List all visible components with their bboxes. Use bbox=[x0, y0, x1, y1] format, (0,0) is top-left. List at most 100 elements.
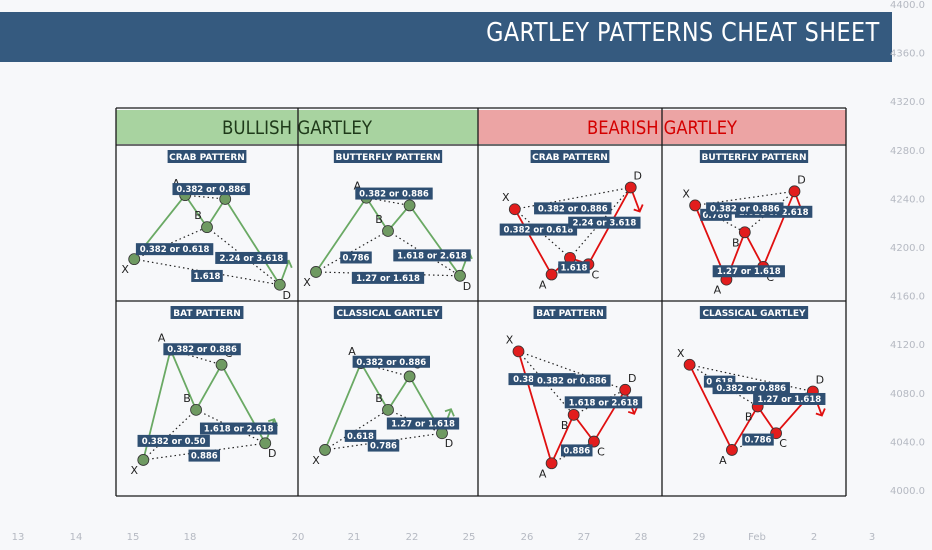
ratio-label-bg bbox=[712, 382, 790, 395]
pattern-title-bg bbox=[170, 306, 244, 319]
ratio-label: 1.618 or 2.618 bbox=[397, 251, 467, 261]
time-tick: 26 bbox=[521, 532, 534, 543]
point-x-node bbox=[512, 345, 525, 358]
ratio-label-bg bbox=[351, 271, 425, 284]
pattern-title: BAT PATTERN bbox=[536, 309, 604, 319]
point-label: D bbox=[268, 447, 276, 460]
ratio-label: 0.382 or 0.50 bbox=[142, 437, 206, 447]
pattern-title: CLASSICAL GARTLEY bbox=[336, 309, 440, 319]
ratio-label: 1.27 or 1.618 bbox=[391, 420, 455, 430]
point-label: C bbox=[597, 446, 605, 459]
point-d-node bbox=[454, 269, 466, 282]
ratio-label: 1.618 or 2.618 bbox=[569, 398, 639, 408]
ratio-label: 0.886 bbox=[563, 446, 590, 456]
point-b-node bbox=[190, 403, 202, 416]
time-tick: 20 bbox=[292, 532, 305, 543]
pattern-title-bg bbox=[333, 306, 443, 319]
point-x-node bbox=[683, 358, 696, 371]
pattern-title: CRAB PATTERN bbox=[169, 153, 245, 163]
ratio-label: 0.382 or 0.886 bbox=[356, 358, 426, 368]
pattern-title: CLASSICAL GARTLEY bbox=[702, 309, 806, 319]
ratio-label: 0.382 or 0.886 bbox=[710, 204, 780, 214]
bullish-header-bg bbox=[116, 110, 478, 144]
point-a-node bbox=[545, 268, 558, 281]
price-tick: 4320.0 bbox=[890, 97, 925, 108]
dotted-ratio-line bbox=[695, 190, 795, 206]
ratio-label-bg bbox=[352, 355, 430, 368]
price-tick: 4160.0 bbox=[890, 292, 925, 303]
point-x-node bbox=[137, 454, 150, 466]
point-label: D bbox=[816, 373, 824, 386]
page-title: GARTLEY PATTERNS CHEAT SHEET bbox=[486, 18, 880, 48]
pattern-title-bg bbox=[333, 150, 443, 163]
point-label: D bbox=[463, 280, 471, 293]
point-a-node bbox=[726, 444, 738, 456]
ratio-label: 0.786 bbox=[370, 442, 397, 452]
dotted-ratio-line bbox=[518, 350, 575, 416]
ratio-label: 1.27 or 1.618 bbox=[717, 267, 781, 277]
pattern-title-bg bbox=[533, 306, 607, 319]
ratio-label-bg bbox=[742, 433, 774, 446]
ratio-label: 0.382 or 0.886 bbox=[538, 204, 608, 214]
ratio-label-bg bbox=[561, 444, 593, 457]
point-label: C bbox=[592, 268, 600, 281]
point-label: B bbox=[375, 392, 383, 405]
point-x-node bbox=[508, 203, 521, 216]
pattern-title: BUTTERFLY PATTERN bbox=[702, 153, 807, 163]
arrow-head bbox=[633, 204, 644, 213]
ratio-label-bg bbox=[568, 216, 641, 229]
ratio-label-bg bbox=[534, 202, 612, 215]
price-tick: 4120.0 bbox=[890, 340, 925, 351]
ratio-label: 1.27 or 1.618 bbox=[356, 274, 420, 284]
point-b-node bbox=[382, 403, 394, 416]
ratio-label: 0.382 or 0.886 bbox=[716, 384, 786, 394]
time-tick: 18 bbox=[184, 532, 197, 543]
title-bar: GARTLEY PATTERNS CHEAT SHEET bbox=[0, 12, 892, 62]
ratio-label-bg bbox=[199, 422, 278, 435]
bullish-header: BULLISH GARTLEY bbox=[222, 117, 372, 139]
ratio-label-bg bbox=[340, 251, 372, 264]
ratio-label-bg bbox=[533, 374, 611, 387]
time-tick: 14 bbox=[70, 532, 83, 543]
ratio-label-bg bbox=[172, 183, 250, 196]
ratio-label: 0.382 or 0.618 bbox=[140, 245, 210, 255]
point-b-node bbox=[201, 221, 213, 234]
time-tick: 25 bbox=[463, 532, 476, 543]
point-label: D bbox=[445, 437, 453, 450]
point-d-node bbox=[624, 181, 637, 194]
point-label: B bbox=[183, 392, 191, 405]
dotted-ratio-line bbox=[387, 230, 461, 277]
point-label: C bbox=[766, 271, 774, 284]
time-tick: 3 bbox=[869, 532, 875, 543]
point-label: B bbox=[732, 236, 740, 249]
time-tick: 13 bbox=[12, 532, 25, 543]
ratio-label-bg bbox=[706, 202, 784, 215]
point-a-node bbox=[545, 457, 558, 470]
point-label: B bbox=[194, 209, 202, 222]
point-label: X bbox=[121, 263, 129, 276]
ratio-label: 0.382 or 0.886 bbox=[359, 190, 429, 200]
point-d-node bbox=[273, 278, 286, 291]
point-label: X bbox=[682, 187, 690, 200]
point-label: A bbox=[354, 180, 362, 193]
point-x-node bbox=[310, 266, 322, 278]
ratio-label: 0.382 or 0.886 bbox=[167, 345, 237, 355]
dotted-ratio-line bbox=[195, 409, 266, 444]
point-label: B bbox=[375, 213, 383, 226]
ratio-label-bg bbox=[499, 223, 578, 236]
ratio-label: 0.886 bbox=[191, 452, 218, 462]
point-c-node bbox=[403, 370, 416, 383]
point-label: X bbox=[131, 464, 139, 477]
cheat-sheet-panel bbox=[116, 108, 846, 496]
time-tick: 22 bbox=[406, 532, 419, 543]
dotted-ratio-line bbox=[514, 186, 631, 210]
point-label: D bbox=[797, 173, 805, 186]
point-label: X bbox=[502, 191, 510, 204]
point-x-node bbox=[689, 199, 702, 212]
